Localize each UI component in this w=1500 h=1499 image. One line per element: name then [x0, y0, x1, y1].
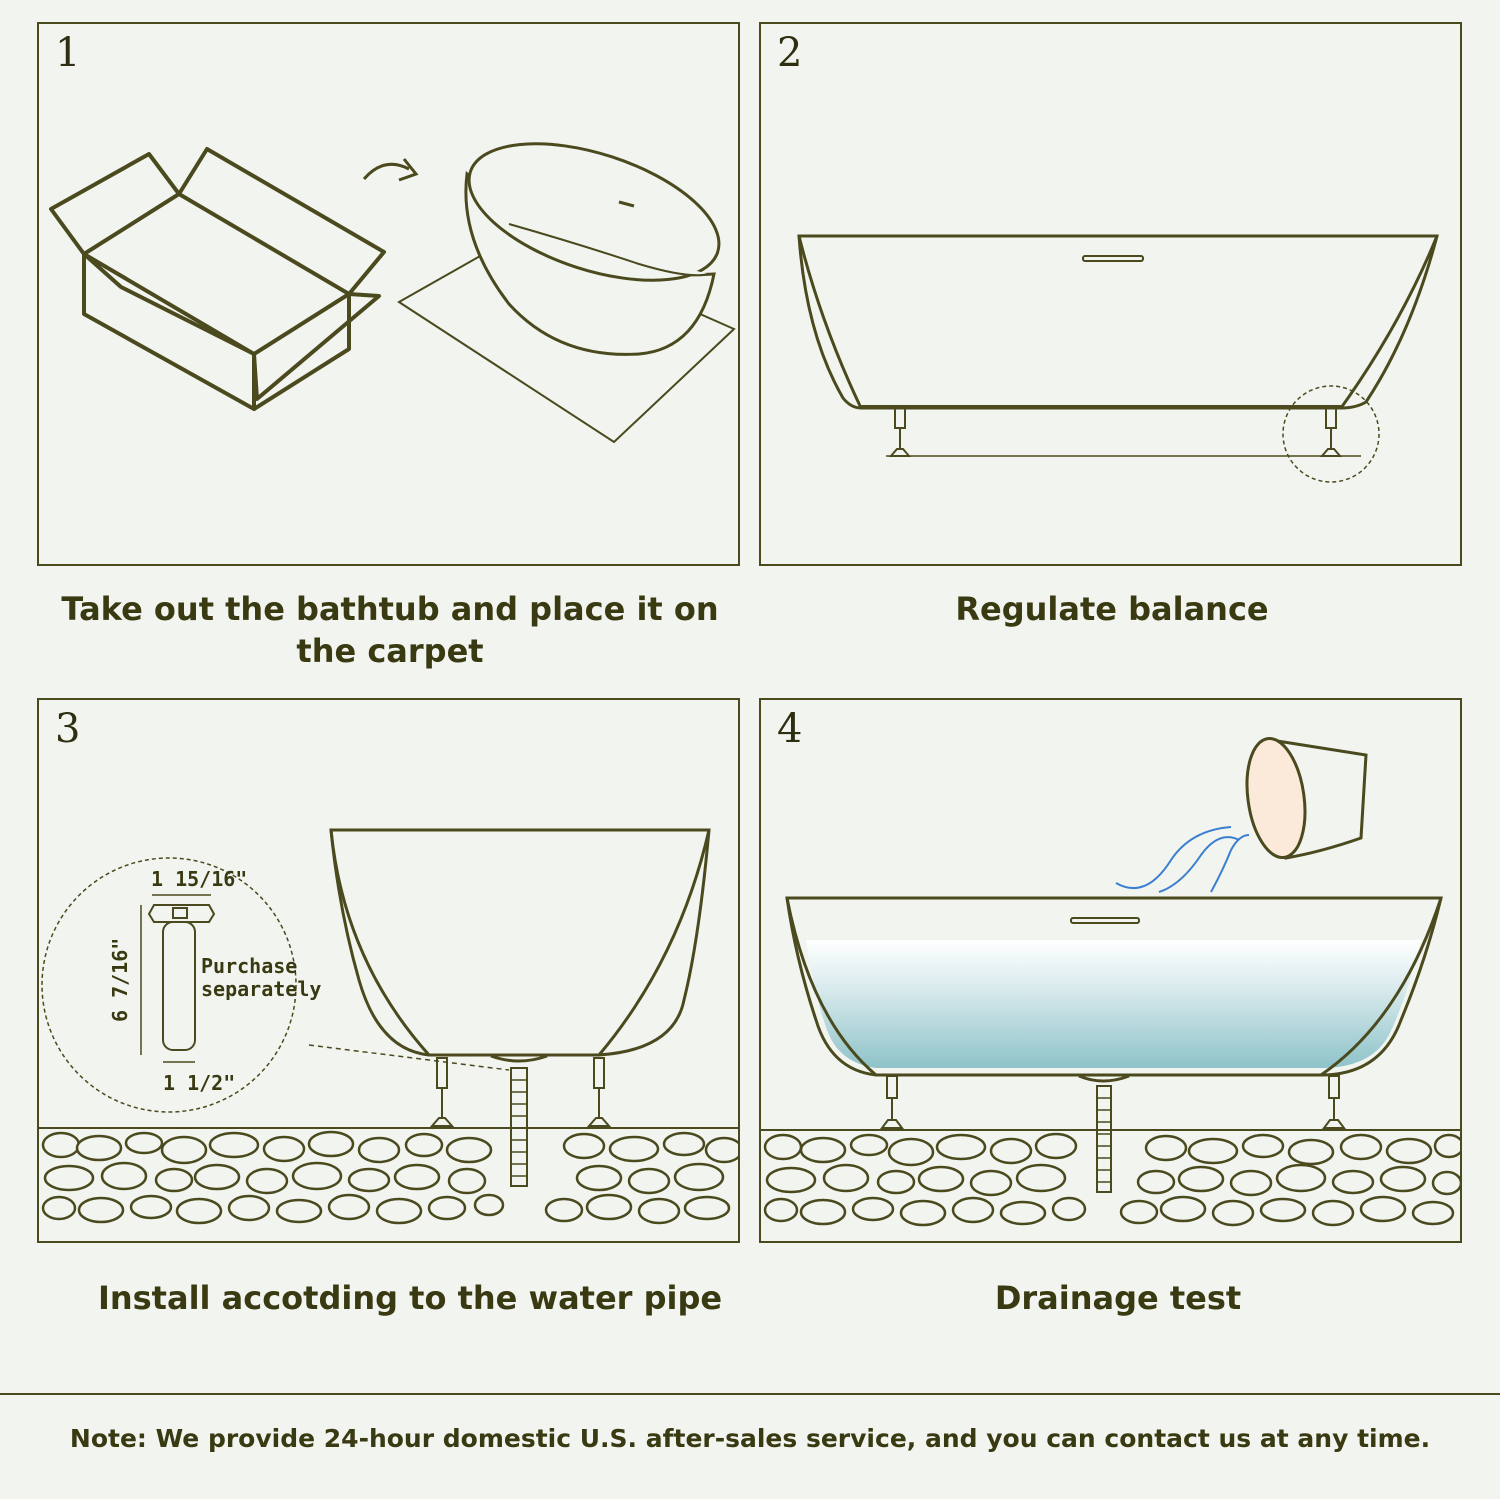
drainage-test-illustration — [761, 736, 1460, 1227]
footer-divider — [0, 1393, 1500, 1395]
step-2-caption: Regulate balance — [955, 590, 1269, 628]
bucket-icon — [1245, 736, 1368, 860]
arrow-icon — [362, 162, 410, 181]
leveling-illustration — [797, 234, 1439, 483]
step-4-panel: 4 — [759, 698, 1462, 1243]
bathtub-icon — [464, 142, 721, 356]
water-fill — [806, 940, 1421, 1068]
step-1-caption: Take out the bathtub and place it on the… — [61, 590, 719, 670]
purchase-label-line2: separately — [201, 977, 321, 1001]
pipe-install-illustration: 1 15/16" 6 7/16" 1 1/2" Purchase separat… — [39, 828, 738, 1225]
step-3-number: 3 — [55, 706, 81, 752]
step-3-caption: Install accotding to the water pipe — [97, 1279, 723, 1317]
step-1-number: 1 — [55, 30, 81, 76]
pipe-height-label: 6 7/16" — [108, 938, 132, 1022]
service-note: Note: We provide 24-hour domestic U.S. a… — [69, 1424, 1431, 1453]
step-4-caption: Drainage test — [994, 1279, 1242, 1317]
step-4-number: 4 — [777, 706, 803, 752]
box-icon — [82, 192, 351, 356]
purchase-label-line1: Purchase — [201, 954, 297, 978]
step-1-panel: 1 — [37, 22, 740, 566]
water-splash-icon — [1115, 826, 1250, 893]
step-3-panel: 3 — [37, 698, 740, 1243]
pipe-width-label: 1 15/16" — [151, 867, 247, 891]
step-2-number: 2 — [777, 30, 803, 76]
step-2-panel: 2 — [759, 22, 1462, 566]
pipe-bottom-label: 1 1/2" — [163, 1071, 235, 1095]
foot-zoom-circle — [1282, 385, 1380, 483]
unbox-illustration — [49, 142, 736, 444]
